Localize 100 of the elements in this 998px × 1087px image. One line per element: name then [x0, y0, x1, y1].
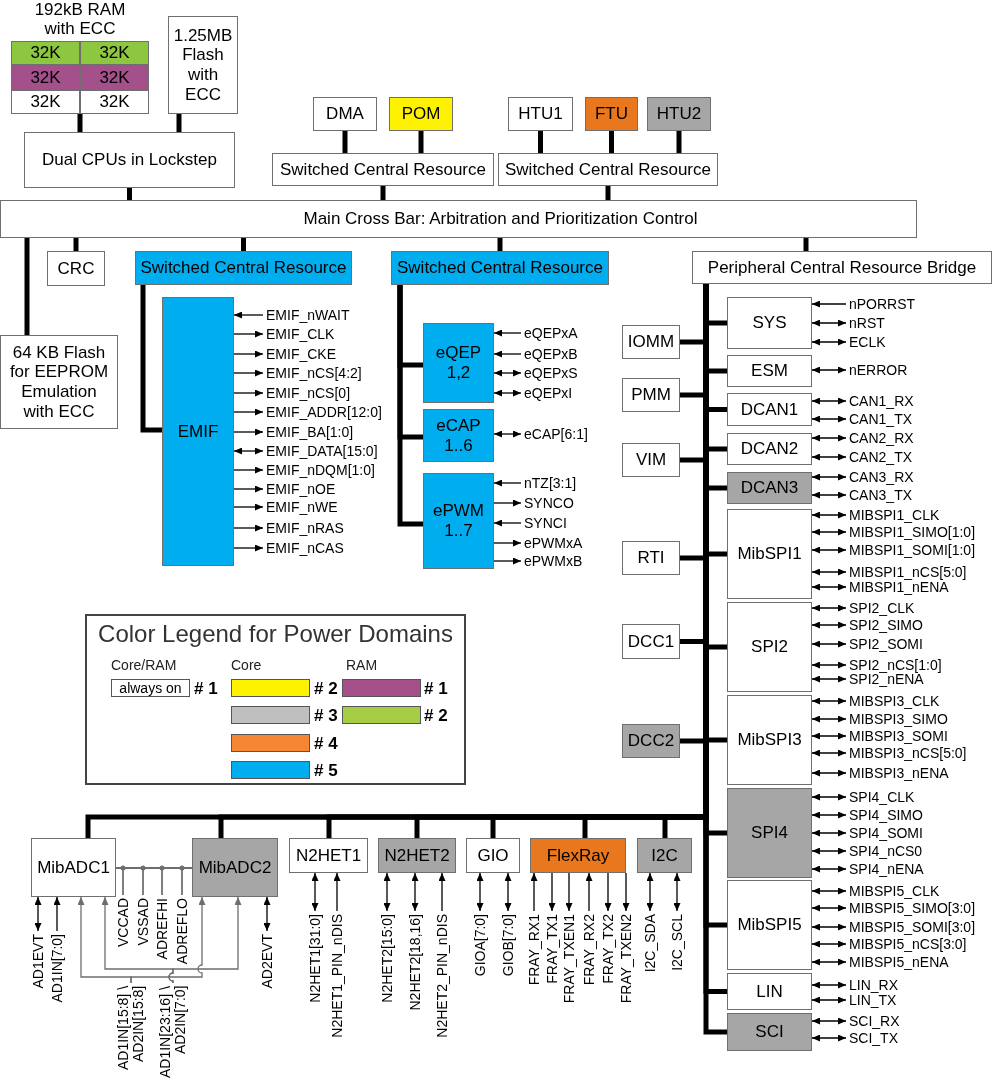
signal-arrow: [811, 604, 847, 612]
pin-label: VSSAD: [136, 898, 150, 946]
signal-label: EMIF_ADDR[12:0]: [266, 405, 382, 419]
signal-label: ECLK: [849, 335, 886, 349]
signal-label: MIBSPI1_CLK: [849, 508, 940, 522]
signal-arrow: [233, 311, 264, 319]
signal-label: AD1IN[7:0]: [50, 934, 64, 1003]
signal-arrow: [811, 1034, 847, 1042]
bus-line: [418, 131, 424, 153]
module-box: LIN: [727, 973, 812, 1010]
signal-arrow: [811, 621, 847, 629]
signal-label: SPI4_CLK: [849, 790, 915, 804]
signal-arrow: [811, 338, 847, 346]
signal-label: SYNCI: [524, 516, 567, 530]
signal-label: eQEPxS: [524, 366, 578, 380]
module-box: Switched Central Resource: [391, 251, 609, 285]
signal-arrow: [811, 473, 847, 481]
signal-label: ePWMxA: [524, 536, 583, 550]
signal-label: SPI2_SOMI: [849, 637, 923, 651]
signal-label: AD1EVT: [31, 934, 45, 989]
bus-line: [803, 238, 809, 251]
signal-arrow: [493, 430, 522, 438]
signal-label: AD2EVT: [260, 934, 274, 989]
memory-bank-cell: 32K: [11, 41, 80, 65]
signal-arrow: [811, 415, 847, 423]
signal-arrow: [811, 793, 847, 801]
signal-arrow: [811, 996, 847, 1004]
signal-label: nRST: [849, 316, 885, 330]
signal-label: N2HET2_PIN_nDIS: [435, 914, 449, 1038]
signal-label: CAN3_TX: [849, 488, 913, 502]
module-box: SPI4: [727, 788, 812, 878]
module-box: MibADC1: [31, 838, 116, 897]
legend-heading: Core: [231, 658, 262, 672]
swatch-label: always on: [119, 681, 182, 695]
signal-arrow: [811, 453, 847, 461]
module-box: Peripheral Central Resource Bridge: [692, 251, 992, 284]
pin-label: ADREFLO: [175, 898, 189, 965]
signal-label: SPI2_nCS[1:0]: [849, 658, 942, 672]
module-box: FlexRay: [530, 838, 626, 873]
signal-arrow: [233, 389, 264, 397]
module-box: DCAN2: [727, 433, 812, 465]
module-box: RTI: [622, 541, 680, 575]
signal-label: SPI4_SOMI: [849, 826, 923, 840]
signal-arrow: [811, 715, 847, 723]
module-box: 64 KB Flash for EEPROM Emulation with ECC: [0, 335, 118, 429]
pin-label: VCCAD: [116, 898, 130, 947]
signal-arrow: [811, 940, 847, 948]
signal-arrow: [233, 428, 264, 436]
signal-arrow: [811, 366, 847, 374]
signal-label: MIBSPI3_nENA: [849, 766, 949, 780]
signal-arrow: [493, 557, 522, 565]
module-box: SPI2: [727, 602, 812, 692]
module-box: GIO: [466, 838, 520, 873]
signal-label: GIOA[7:0]: [473, 914, 487, 977]
signal-arrow: [811, 981, 847, 989]
module-box: VIM: [622, 443, 680, 477]
module-box: EMIF: [162, 297, 234, 566]
signal-label: nTZ[3:1]: [524, 476, 577, 490]
module-box: SYS: [727, 297, 812, 349]
signal-arrow: [130, 896, 206, 984]
legend-label: # 1: [424, 679, 448, 697]
signal-label: EMIF_nCAS: [266, 541, 344, 555]
signal-arrow: [476, 872, 484, 912]
module-box: 1.25MB Flash with ECC: [168, 16, 238, 114]
module-box: HTU1: [508, 97, 573, 131]
module-box: Switched Central Resource: [135, 251, 352, 285]
module-box: N2HET2: [378, 838, 456, 873]
signal-label: N2HET2[15:0]: [380, 914, 394, 1003]
bus-line: [342, 131, 348, 153]
signal-label: eQEPxB: [524, 347, 578, 361]
module-box: ePWM 1..7: [423, 473, 494, 569]
signal-label: MIBSPI1_nENA: [849, 580, 949, 594]
bus-line: [609, 131, 614, 153]
signal-label: SCI_TX: [849, 1031, 898, 1045]
signal-label: LIN_TX: [849, 993, 897, 1007]
signal-arrow: [811, 829, 847, 837]
module-box: IOMM: [622, 325, 680, 359]
signal-label: CAN2_RX: [849, 431, 914, 445]
signal-label: MIBSPI5_SOMI[3:0]: [849, 920, 976, 934]
legend-label: # 3: [314, 706, 338, 724]
signal-label: nPORRST: [849, 297, 916, 311]
bus-line: [676, 131, 682, 153]
bus-line: [176, 114, 182, 132]
legend-label: # 2: [314, 679, 338, 697]
module-box: eCAP 1..6: [423, 409, 494, 462]
module-box: Switched Central Resource: [498, 153, 718, 186]
signal-label: I2C_SDA: [643, 914, 657, 973]
signal-arrow: [233, 485, 264, 493]
signal-arrow: [811, 319, 847, 327]
signal-arrow: [438, 872, 446, 912]
signal-label: MIBSPI3_nCS[5:0]: [849, 746, 967, 760]
signal-label: I2C_SCL: [670, 914, 684, 971]
memory-bank-cell: 32K: [80, 41, 149, 65]
bus-line: [605, 186, 611, 200]
signal-label: N2HET1_PIN_nDIS: [330, 914, 344, 1038]
module-box: Dual CPUs in Lockstep: [24, 132, 235, 188]
signal-arrow: [411, 872, 419, 912]
signal-label: MIBSPI5_SIMO[3:0]: [849, 901, 976, 915]
legend-heading: RAM: [346, 658, 378, 672]
module-box: POM: [389, 97, 453, 131]
